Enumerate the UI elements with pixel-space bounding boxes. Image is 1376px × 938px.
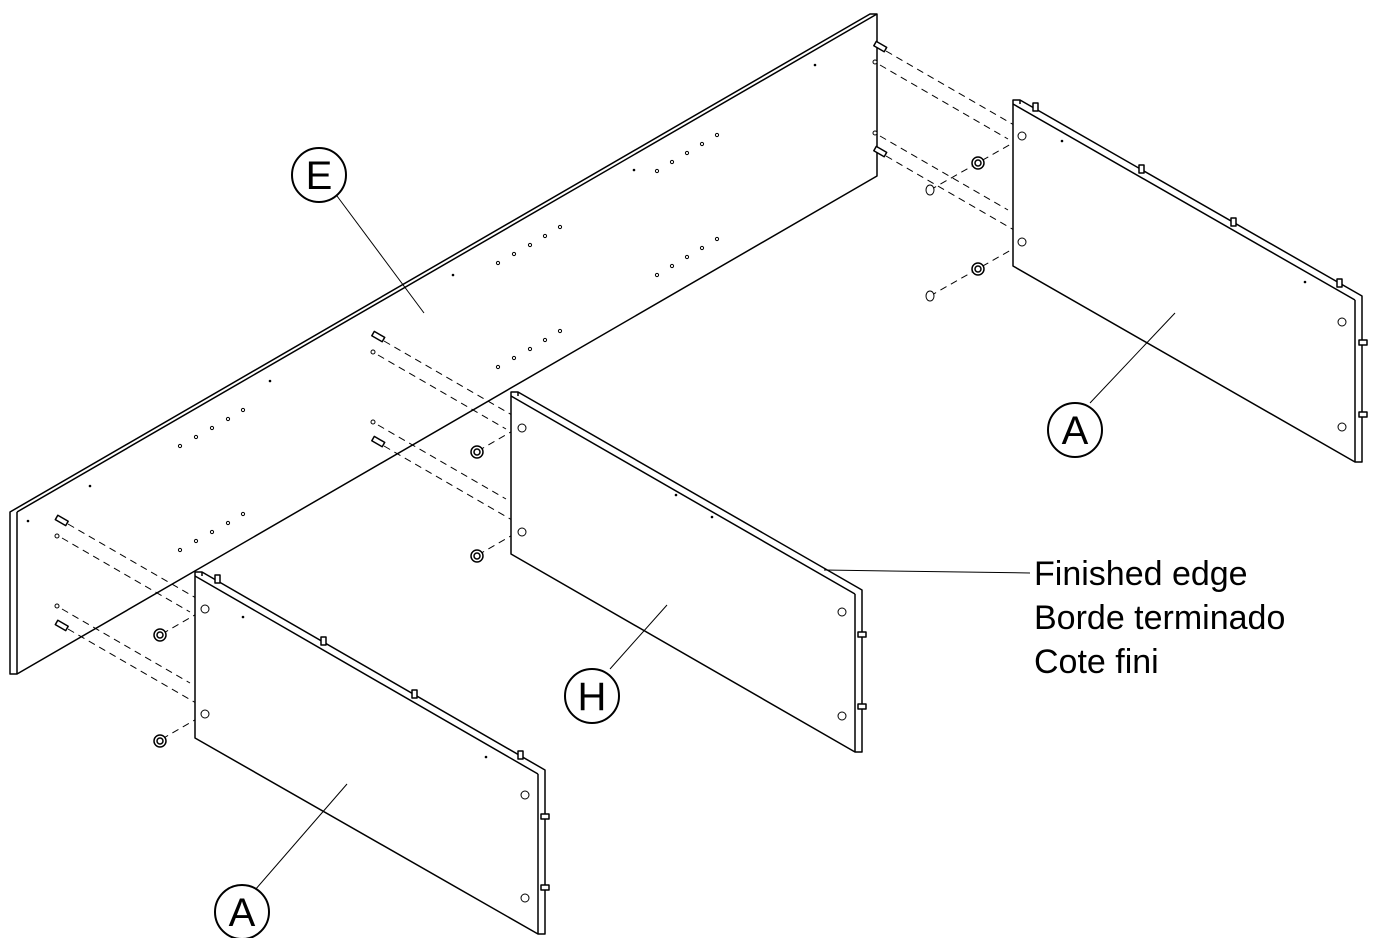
- finished-edge-label-es: Borde terminado: [1034, 599, 1286, 637]
- callout-a-left: A: [214, 884, 270, 938]
- callout-h-label: H: [578, 675, 607, 719]
- panel-h: [510, 391, 867, 753]
- finished-edge-label-fr: Cote fini: [1034, 643, 1159, 681]
- callout-a-right: A: [1047, 402, 1103, 458]
- panel-a-right: [1012, 99, 1368, 463]
- assembly-lines: [61, 50, 1019, 740]
- callout-a-right-label: A: [1062, 409, 1089, 453]
- panel-a-left: [194, 571, 550, 935]
- leader-lines: [254, 195, 1176, 891]
- callout-e: E: [291, 147, 347, 203]
- shelf-pin-holes-e: [26, 63, 817, 553]
- dowels-e: [54, 40, 888, 632]
- callout-h: H: [564, 668, 620, 724]
- cam-locks: [153, 156, 985, 748]
- callout-e-label: E: [306, 154, 333, 198]
- callout-a-left-label: A: [229, 891, 256, 935]
- panel-e: [9, 13, 888, 675]
- finished-edge-label-en: Finished edge: [1034, 555, 1248, 593]
